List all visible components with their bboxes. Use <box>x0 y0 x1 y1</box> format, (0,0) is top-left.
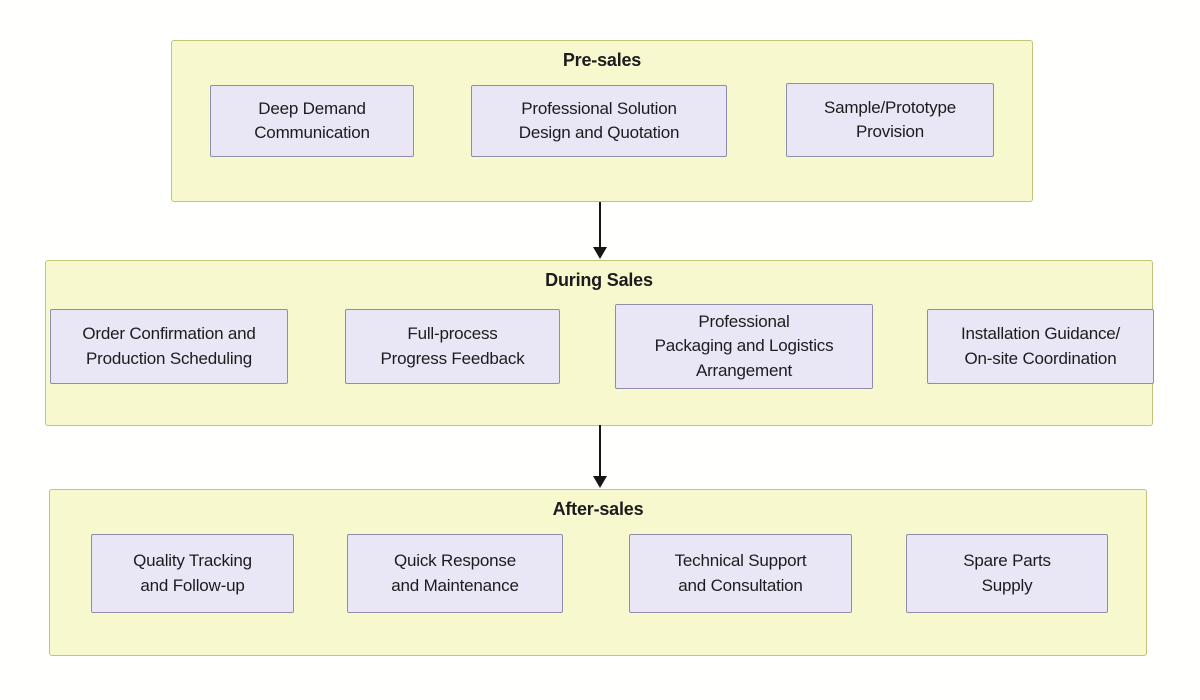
node-professional-packaging-and-logistics-arrangement: Professional Packaging and Logistics Arr… <box>615 304 873 389</box>
node-deep-demand-communication: Deep Demand Communication <box>210 85 414 157</box>
arrow-head-icon <box>593 247 607 259</box>
node-quality-tracking-and-follow-up: Quality Tracking and Follow-up <box>91 534 294 613</box>
stage-after-sales: After-sales Quality Tracking and Follow-… <box>49 489 1147 656</box>
node-technical-support-and-consultation: Technical Support and Consultation <box>629 534 852 613</box>
node-order-confirmation-and-production-scheduling: Order Confirmation and Production Schedu… <box>50 309 288 384</box>
stage-pre-sales: Pre-sales Deep Demand Communication Prof… <box>171 40 1033 202</box>
stage-title-during-sales: During Sales <box>545 270 653 290</box>
stage-title-after-sales: After-sales <box>552 499 644 519</box>
node-quick-response-and-maintenance: Quick Response and Maintenance <box>347 534 563 613</box>
arrow-line <box>598 202 602 249</box>
arrow-head-icon <box>593 476 607 488</box>
node-spare-parts-supply: Spare Parts Supply <box>906 534 1108 613</box>
flow-arrow-during-to-after <box>592 425 608 488</box>
node-professional-solution-design-and-quotation: Professional Solution Design and Quotati… <box>471 85 727 157</box>
flow-arrow-pre-to-during <box>592 202 608 259</box>
node-full-process-progress-feedback: Full-process Progress Feedback <box>345 309 560 384</box>
node-installation-guidance-on-site-coordination: Installation Guidance/ On-site Coordinat… <box>927 309 1154 384</box>
stage-title-pre-sales: Pre-sales <box>562 50 642 70</box>
stage-during-sales: During Sales Order Confirmation and Prod… <box>45 260 1154 426</box>
node-sample-prototype-provision: Sample/Prototype Provision <box>786 83 994 157</box>
arrow-line <box>598 425 602 478</box>
